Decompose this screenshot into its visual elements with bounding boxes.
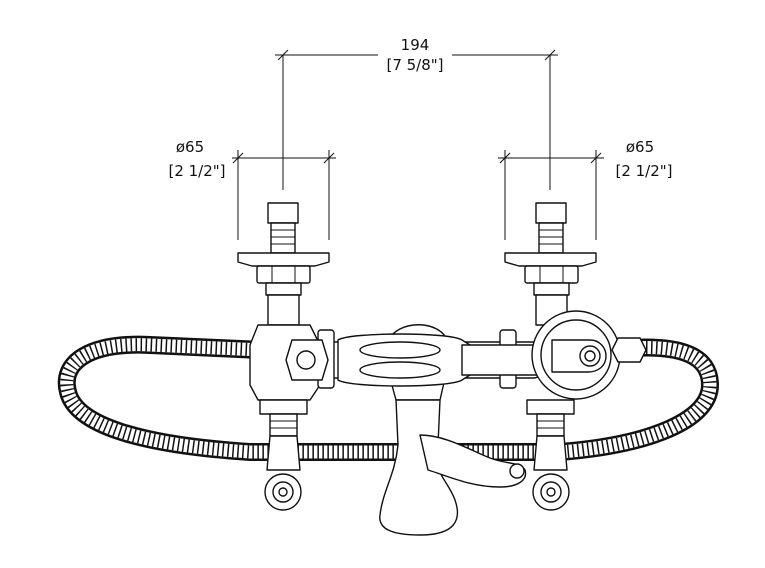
- right-flange-dimension: ø65 [2 1/2"]: [498, 138, 673, 240]
- right-flange-metric: ø65: [626, 138, 654, 156]
- right-flange-imperial: [2 1/2"]: [615, 162, 672, 180]
- handset-cradle: [531, 310, 647, 400]
- left-flange-metric: ø65: [176, 138, 204, 156]
- left-flange-imperial: [2 1/2"]: [168, 162, 225, 180]
- center-distance-metric: 194: [401, 36, 430, 54]
- center-distance-dimension: 194 [7 5/8"]: [275, 36, 558, 190]
- left-flange-dimension: ø65 [2 1/2"]: [168, 138, 336, 240]
- shower-hose: [57, 335, 720, 461]
- center-distance-imperial: [7 5/8"]: [386, 56, 443, 74]
- right-valve: [504, 202, 597, 511]
